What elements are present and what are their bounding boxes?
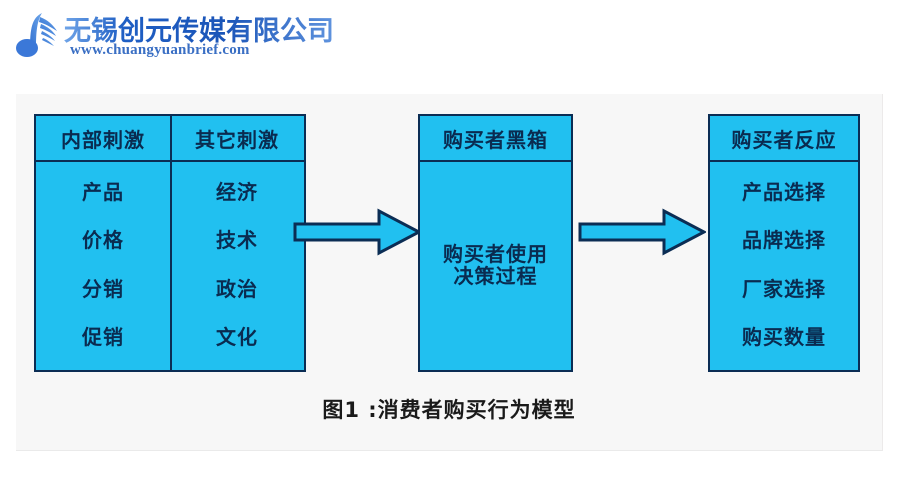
stimuli-internal-items: 产品 价格 分销 促销 <box>36 162 170 370</box>
buyer-response-box: 购买者反应 产品选择 品牌选择 厂家选择 购买数量 <box>708 114 860 372</box>
list-item: 品牌选择 <box>742 228 826 253</box>
stimuli-column-internal: 内部刺激 产品 价格 分销 促销 <box>36 116 172 370</box>
stimuli-column-other: 其它刺激 经济 技术 政治 文化 <box>170 116 304 370</box>
buyer-blackbox-lines: 购买者使用 决策过程 <box>443 243 548 288</box>
music-note-icon <box>12 8 66 60</box>
company-website-url: www.chuangyuanbrief.com <box>70 42 250 58</box>
company-name: 无锡创元传媒有限公司 <box>64 9 334 48</box>
list-item: 购买数量 <box>742 325 826 350</box>
list-item: 文化 <box>216 325 258 350</box>
arrow-stimuli-to-blackbox-icon <box>293 207 423 262</box>
list-item: 购买者使用 <box>443 241 548 266</box>
diagram-panel: 内部刺激 产品 价格 分销 促销 其它刺激 经济 技术 政治 文化 购买者黑箱 <box>16 94 883 451</box>
stimuli-internal-header: 内部刺激 <box>36 116 170 162</box>
list-item: 决策过程 <box>453 263 538 288</box>
list-item: 厂家选择 <box>742 276 826 301</box>
list-item: 经济 <box>216 179 258 204</box>
buyer-response-items: 产品选择 品牌选择 厂家选择 购买数量 <box>710 162 858 370</box>
list-item: 产品选择 <box>742 179 826 204</box>
stimuli-box: 内部刺激 产品 价格 分销 促销 其它刺激 经济 技术 政治 文化 <box>34 114 306 372</box>
stimuli-other-items: 经济 技术 政治 文化 <box>170 162 304 370</box>
buyer-blackbox-box: 购买者黑箱 购买者使用 决策过程 <box>418 114 573 372</box>
list-item: 政治 <box>216 276 258 301</box>
arrow-blackbox-to-response-icon <box>578 207 708 262</box>
figure-caption: 图1 :消费者购买行为模型 <box>322 398 576 422</box>
list-item: 促销 <box>82 325 124 350</box>
buyer-blackbox-header: 购买者黑箱 <box>420 116 571 162</box>
brand-header: 无锡创元传媒有限公司 www.chuangyuanbrief.com <box>0 0 900 80</box>
list-item: 价格 <box>82 228 124 253</box>
stimuli-other-header: 其它刺激 <box>170 116 304 162</box>
list-item: 分销 <box>82 276 124 301</box>
buyer-blackbox-body: 购买者使用 决策过程 <box>420 162 571 370</box>
list-item: 技术 <box>216 228 258 253</box>
buyer-response-header: 购买者反应 <box>710 116 858 162</box>
list-item: 产品 <box>82 179 124 204</box>
